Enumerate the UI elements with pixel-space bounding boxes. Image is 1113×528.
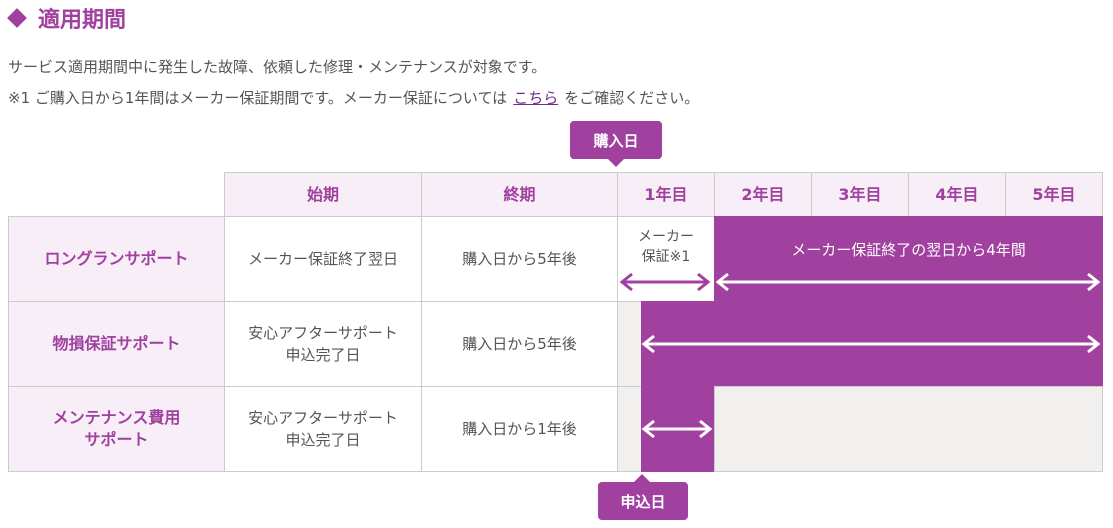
- maker-warranty-link[interactable]: こちら: [513, 89, 559, 107]
- application-date-badge: 申込日: [598, 474, 688, 520]
- damage-arrow: [641, 334, 1101, 354]
- maintenance-empty-area: [714, 386, 1103, 472]
- row-damage-end: 購入日から5年後: [421, 301, 618, 387]
- row-longrun-end: 購入日から5年後: [421, 216, 618, 302]
- description-text-suffix: をご確認ください。: [564, 89, 700, 107]
- column-header-year-5: 5年目: [1005, 172, 1103, 217]
- section-title-text: 適用期間: [38, 8, 127, 33]
- row-header-maintenance: メンテナンス費用 サポート: [8, 386, 225, 472]
- column-header-year-3: 3年目: [811, 172, 909, 217]
- maintenance-arrow: [641, 419, 713, 439]
- description-line-1: サービス適用期間中に発生した故障、依頼した修理・メンテナンスが対象です。: [8, 58, 547, 76]
- row-longrun-start: メーカー保証終了翌日: [224, 216, 422, 302]
- column-header-start: 始期: [224, 172, 422, 217]
- description-line-2: ※1 ご購入日から1年間はメーカー保証期間です。メーカー保証についてはこちらをご…: [8, 87, 699, 108]
- column-header-year-4: 4年目: [908, 172, 1006, 217]
- row-damage-start: 安心アフターサポート 申込完了日: [224, 301, 422, 387]
- maintenance-gap-cell: [617, 386, 642, 472]
- maker-warranty-arrow: [619, 272, 711, 292]
- row-header-damage: 物損保証サポート: [8, 301, 225, 387]
- damage-gap-cell: [617, 301, 642, 387]
- row-maintenance-start: 安心アフターサポート 申込完了日: [224, 386, 422, 472]
- row-maintenance-end: 購入日から1年後: [421, 386, 618, 472]
- description-text: ※1 ご購入日から1年間はメーカー保証期間です。メーカー保証については: [8, 89, 508, 107]
- longrun-coverage-bar: メーカー保証終了の翌日から4年間: [714, 216, 1103, 302]
- longrun-arrow: [715, 272, 1101, 292]
- section-title: 適用期間: [6, 2, 126, 34]
- purchase-date-badge: 購入日: [570, 121, 662, 167]
